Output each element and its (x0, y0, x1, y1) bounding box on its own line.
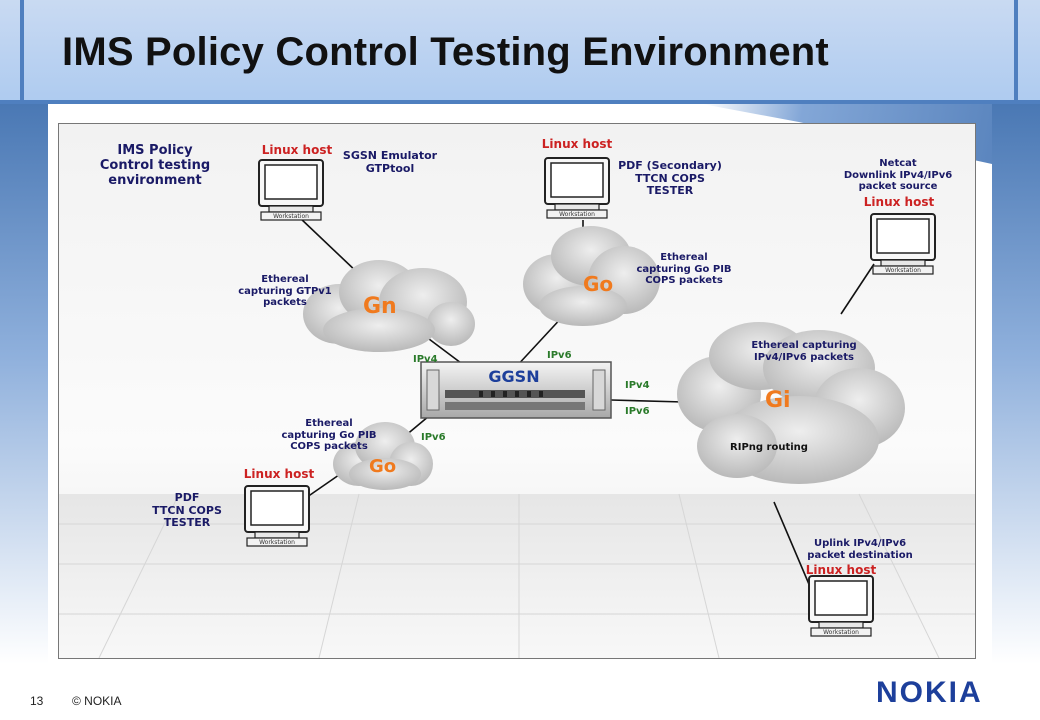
gn-cloud-name: Gn (363, 294, 397, 319)
go-bottom-cloud-name: Go (369, 456, 397, 477)
title-band (0, 0, 1040, 103)
side-gradient-right (992, 104, 1040, 664)
link-netcat-gi (840, 263, 875, 315)
link-go-ggsn (513, 313, 566, 370)
diagram-heading: IMS Policy Control testing environment (99, 143, 211, 188)
link-gi-uplink (773, 501, 815, 597)
ip-label-gi-ipv4: IPv4 (625, 380, 650, 391)
cloud-gi (677, 322, 905, 484)
ip-label-gi-ipv6: IPv6 (625, 406, 650, 417)
sgsn-host-desc: SGSN Emulator GTPtool (342, 149, 438, 175)
diagram-graphics: Workstation Workstation Workstation Work… (59, 157, 975, 658)
cloud-go-top (523, 226, 660, 326)
copyright: © NOKIA (72, 694, 122, 708)
workstation-netcat: Workstation (870, 213, 936, 275)
gi-cloud-note: Ethereal capturing IPv4/IPv6 packets (751, 340, 857, 363)
title-rule-bottom (0, 100, 1040, 104)
title-rule-right (1014, 0, 1018, 103)
workstation-pdf-secondary: Workstation (544, 157, 610, 219)
pdf-host-desc: PDF TTCN COPS TESTER (152, 491, 222, 530)
gi-routing-label: RIPng routing (730, 442, 808, 453)
workstation-sgsn: Workstation (258, 159, 324, 221)
go-top-cloud-note: Ethereal capturing Go PIB COPS packets (636, 252, 732, 286)
gi-cloud-name: Gi (765, 388, 791, 413)
ip-label-go-ggsn: IPv6 (547, 350, 572, 361)
pdf-host-title: Linux host (243, 467, 315, 481)
uplink-host-desc: Uplink IPv4/IPv6 packet destination (807, 538, 913, 561)
svg-text:Workstation: Workstation (823, 629, 859, 636)
sgsn-host-title: Linux host (261, 143, 333, 157)
title-rule-left (20, 0, 24, 103)
gn-cloud-note: Ethereal capturing GTPv1 packets (238, 274, 332, 308)
slide-title: IMS Policy Control Testing Environment (62, 30, 829, 74)
cloud-go-bottom (333, 422, 433, 490)
ip-label-go2-ggsn: IPv6 (421, 432, 446, 443)
svg-text:Workstation: Workstation (559, 211, 595, 218)
uplink-host-title: Linux host (805, 563, 877, 577)
side-gradient-left (0, 104, 48, 664)
workstation-uplink: Workstation (808, 575, 874, 637)
netcat-host-title: Linux host (863, 195, 935, 209)
svg-text:Workstation: Workstation (273, 213, 309, 220)
pdf-secondary-host-desc: PDF (Secondary) TTCN COPS TESTER (618, 159, 722, 198)
diagram-panel: Workstation Workstation Workstation Work… (58, 123, 976, 659)
cloud-gn (303, 260, 475, 352)
svg-text:Workstation: Workstation (259, 539, 295, 546)
nokia-logo: NOKIA (876, 676, 983, 709)
go-top-cloud-name: Go (583, 272, 614, 296)
go-bottom-cloud-note: Ethereal capturing Go PIB COPS packets (281, 418, 377, 452)
pdf-secondary-host-title: Linux host (541, 137, 613, 151)
link-sgsn-gn (298, 216, 360, 275)
svg-text:Workstation: Workstation (885, 267, 921, 274)
ggsn-rack (420, 361, 612, 419)
ip-label-gn-ggsn: IPv4 (413, 354, 438, 365)
link-ggsn-gi (610, 399, 685, 403)
workstation-pdf: Workstation (244, 485, 310, 547)
netcat-host-desc: Netcat Downlink IPv4/IPv6 packet source (843, 158, 953, 192)
page-number: 13 (30, 694, 44, 708)
ggsn-label: GGSN (488, 367, 540, 386)
